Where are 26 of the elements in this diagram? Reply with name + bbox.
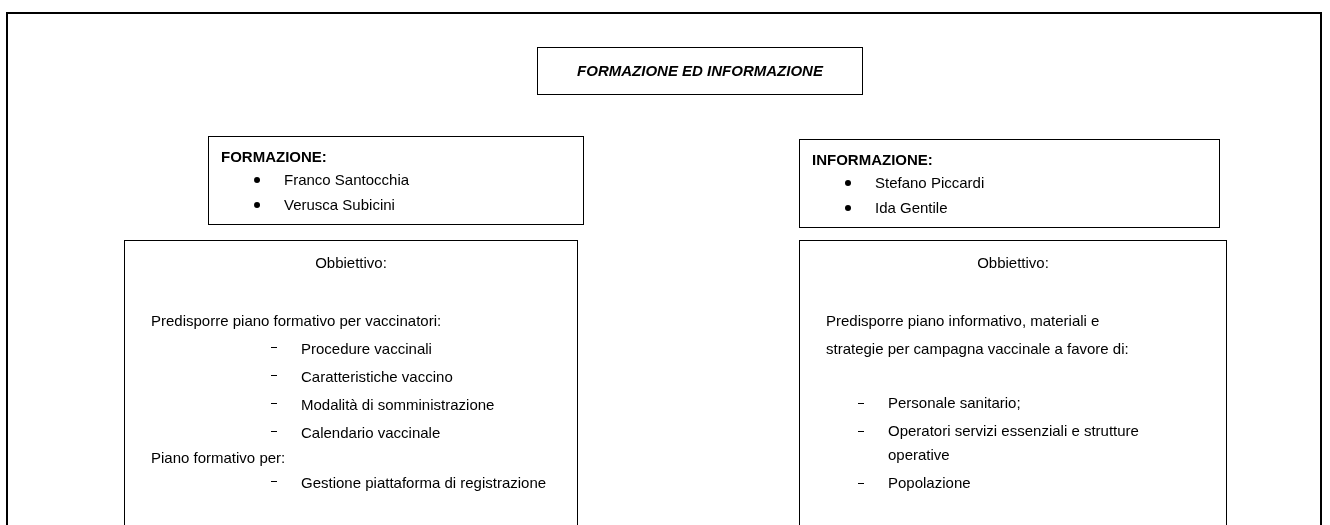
paragraph-text: Piano formativo per: — [151, 448, 287, 468]
text-box — [799, 240, 1227, 525]
name-text: Stefano Piccardi — [875, 173, 985, 193]
list-item-text: Popolazione — [888, 473, 972, 493]
list-item-text: Modalità di somministrazione — [301, 395, 496, 415]
list-item-text: Personale sanitario; — [888, 393, 1022, 413]
paragraph-text: Predisporre piano formativo per vaccinatori: — [151, 311, 443, 331]
name-text: Ida Gentile — [875, 198, 948, 218]
text-box — [208, 136, 584, 225]
paragraph-text: Predisporre piano informativo, materiali e strategie per campagna vaccinale a favore di: — [826, 311, 1130, 359]
heading-text: INFORMAZIONE: — [812, 150, 934, 170]
list-item-text: Caratteristiche vaccino — [301, 367, 454, 387]
name-text: Verusca Subicini — [284, 195, 395, 215]
objective-heading: Obbiettivo: — [976, 253, 1050, 273]
list-item-text: Procedure vaccinali — [301, 339, 433, 359]
list-item-text: Operatori servizi essenziali e strutture operative — [888, 421, 1140, 465]
heading-text: FORMAZIONE: — [221, 147, 328, 167]
text-box — [537, 47, 863, 95]
title-text: FORMAZIONE ED INFORMAZIONE — [577, 60, 823, 81]
objective-heading: Obbiettivo: — [314, 253, 388, 273]
text-box — [799, 139, 1220, 228]
list-item-text: Gestione piattaforma di registrazione — [301, 473, 548, 493]
text-box — [124, 240, 578, 525]
name-text: Franco Santocchia — [284, 170, 410, 190]
frame-border — [6, 12, 1322, 525]
list-item-text: Calendario vaccinale — [301, 423, 442, 443]
